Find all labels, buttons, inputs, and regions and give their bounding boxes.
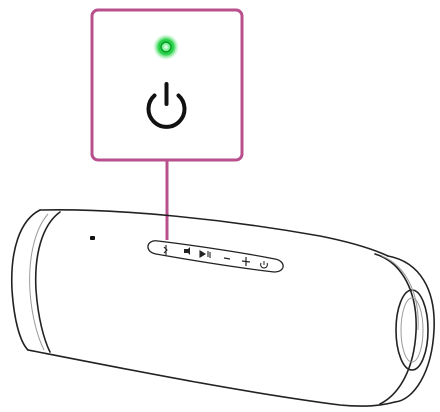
bluetooth-pairing-icon (163, 245, 168, 255)
status-dot (90, 236, 95, 240)
power-small-icon (260, 261, 268, 269)
control-panel (147, 240, 284, 273)
play-pause-icon (199, 250, 211, 258)
power-icon (146, 82, 187, 129)
power-indicator-light (153, 34, 179, 60)
volume-down-icon (223, 257, 231, 260)
speaker-mode-icon (184, 247, 190, 255)
volume-up-icon (241, 257, 251, 266)
speaker-body (10, 208, 435, 407)
speaker-rim-lines (29, 213, 419, 351)
